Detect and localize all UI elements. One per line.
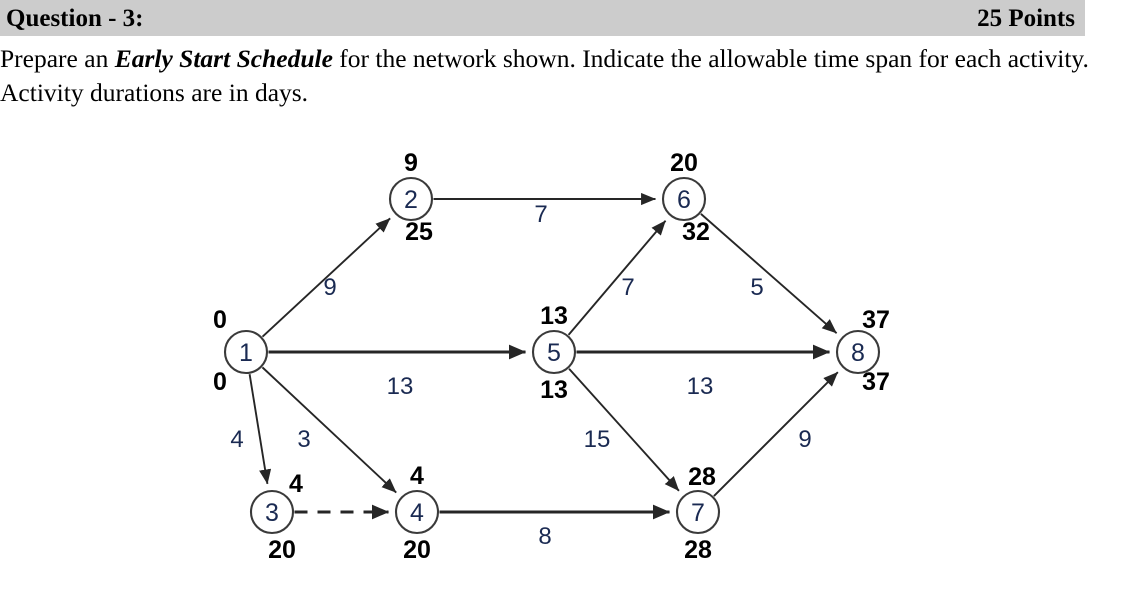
node-circle-8 [835, 329, 881, 375]
edge-duration-7-8: 9 [798, 426, 811, 453]
node-late-time-3: 20 [268, 536, 296, 564]
edge-duration-5-7: 15 [584, 426, 611, 453]
edge-duration-1-4: 3 [297, 426, 310, 453]
node-early-time-2: 9 [404, 149, 418, 177]
node-circle-4 [394, 489, 440, 535]
node-late-time-5: 13 [540, 376, 568, 404]
node-late-time-1: 0 [213, 368, 227, 396]
question-points: 25 Points [977, 4, 1075, 32]
edge-5-to-6 [567, 220, 667, 336]
network-node-2[interactable]: 2 9 25 [388, 149, 434, 246]
edge-6-to-8 [700, 213, 838, 334]
edge-1-to-2 [261, 217, 391, 338]
node-early-time-6: 20 [670, 149, 698, 177]
node-id-label-1: 1 [239, 339, 253, 367]
node-circle-5 [531, 329, 577, 375]
node-id-label-3: 3 [265, 499, 279, 527]
edges-group [248, 192, 839, 520]
node-id-label-6: 6 [677, 186, 691, 214]
node-circle-7 [675, 489, 721, 535]
node-early-time-4: 4 [410, 462, 424, 490]
node-early-time-5: 13 [540, 302, 568, 330]
edge-5-to-7 [568, 368, 680, 492]
node-id-label-2: 2 [404, 186, 418, 214]
network-node-5[interactable]: 5 13 13 [531, 302, 577, 404]
node-circle-1 [223, 329, 269, 375]
edge-1-to-3 [248, 374, 272, 485]
node-early-time-3: 4 [289, 470, 303, 498]
network-node-7[interactable]: 7 28 28 [675, 463, 721, 564]
network-node-3[interactable]: 34 20 [249, 470, 303, 564]
network-node-1[interactable]: 10 0 [213, 306, 269, 396]
edge-duration-5-8: 13 [687, 373, 714, 400]
node-early-time-1: 0 [213, 306, 227, 334]
edge-duration-1-5: 13 [387, 373, 414, 400]
prompt-part-2: for the network shown. Indicate the allo… [0, 44, 1089, 107]
node-id-label-7: 7 [691, 499, 705, 527]
node-early-time-8: 37 [862, 306, 890, 334]
node-circle-3 [249, 489, 295, 535]
edge-duration-2-6: 7 [534, 201, 547, 228]
edge-duration-6-8: 5 [750, 274, 763, 301]
node-late-time-2: 25 [405, 218, 433, 246]
edge-duration-1-3: 4 [230, 426, 243, 453]
edge-7-to-8 [713, 371, 839, 497]
node-circle-2 [388, 176, 434, 222]
node-late-time-4: 20 [403, 536, 431, 564]
node-id-label-8: 8 [851, 339, 865, 367]
prompt-emphasis: Early Start Schedule [114, 44, 333, 73]
node-circle-6 [661, 176, 707, 222]
edge-duration-1-2: 9 [323, 274, 336, 301]
question-title: Question - 3: [6, 4, 144, 32]
network-node-4[interactable]: 4 4 20 [394, 462, 440, 564]
node-early-time-7: 28 [688, 463, 716, 491]
node-late-time-7: 28 [684, 536, 712, 564]
question-header-bar: Question - 3: 25 Points [0, 0, 1085, 36]
edge-duration-4-7: 8 [538, 523, 551, 550]
node-late-time-6: 32 [682, 218, 710, 246]
prompt-part-1: Prepare an [0, 44, 115, 73]
node-id-label-5: 5 [547, 339, 561, 367]
node-late-time-8: 37 [862, 368, 890, 396]
edge-1-to-4 [261, 366, 397, 494]
edge-duration-5-6: 7 [621, 274, 634, 301]
question-prompt-text: Prepare an Early Start Schedule for the … [0, 42, 1110, 110]
network-node-6[interactable]: 6 20 32 [661, 149, 710, 246]
node-id-label-4: 4 [410, 499, 424, 527]
